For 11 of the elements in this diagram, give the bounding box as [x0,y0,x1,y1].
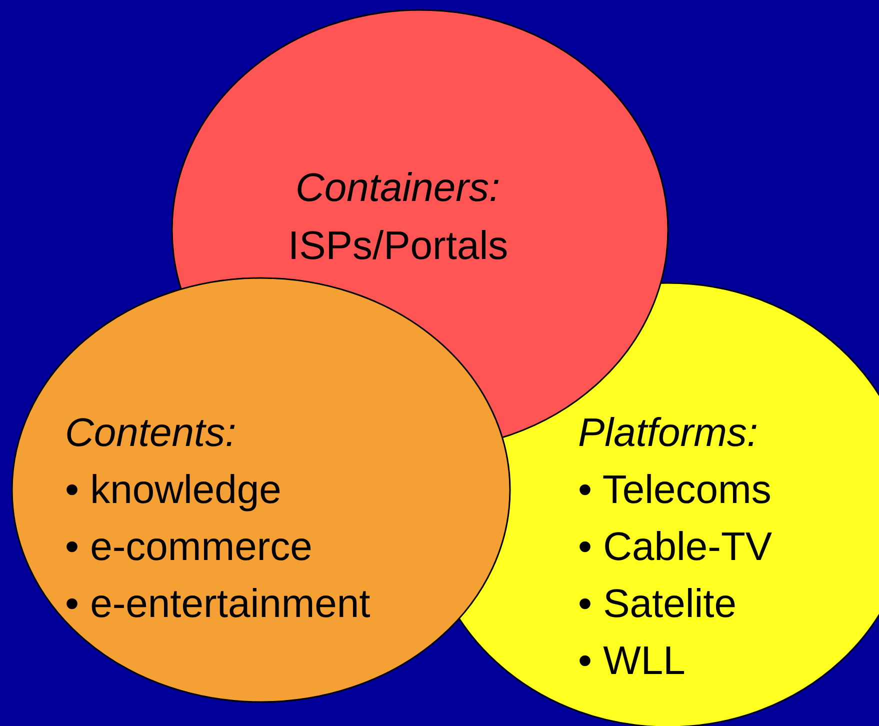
circle-item: • e-commerce [65,524,312,570]
circle-item: • knowledge [65,467,282,513]
circle-item: ISPs/Portals [288,223,508,269]
circle-heading: Contents: [65,410,236,456]
circle-heading: Platforms: [578,410,758,456]
circle-item: • Telecoms [578,467,772,513]
circle-item: • Cable-TV [578,524,772,570]
circle-heading: Containers: [296,165,500,211]
circle-item: • Satelite [578,581,737,627]
circle-item: • e-entertainment [65,581,370,627]
circle-item: • WLL [578,638,686,684]
